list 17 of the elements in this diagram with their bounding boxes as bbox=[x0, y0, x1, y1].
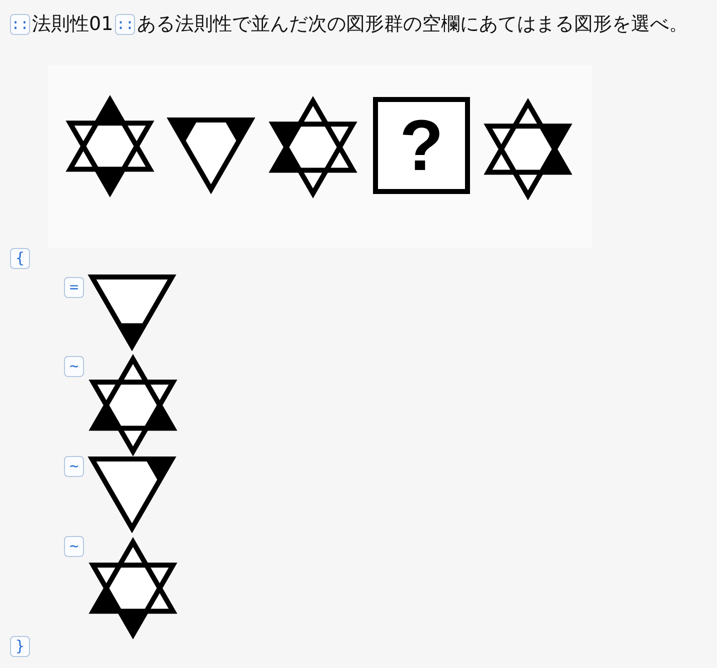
question-text: ある法則性で並んだ次の図形群の空欄にあてはまる図形を選べ。 bbox=[137, 13, 688, 35]
syntax-token: ~ bbox=[64, 456, 84, 477]
blank-box bbox=[373, 97, 470, 194]
hexagram-figure bbox=[64, 94, 156, 198]
syntax-token: = bbox=[64, 277, 84, 298]
question-mark: ? bbox=[400, 118, 444, 174]
syntax-token: :: bbox=[115, 14, 136, 34]
hexagram-figure bbox=[482, 97, 574, 202]
hexagram-figure bbox=[86, 536, 178, 640]
hexagram-figure bbox=[86, 353, 178, 458]
syntax-token: :: bbox=[10, 14, 30, 34]
syntax-token: { bbox=[10, 248, 30, 269]
hexagram-figure bbox=[266, 95, 358, 200]
syntax-token: } bbox=[10, 636, 30, 657]
syntax-token: ~ bbox=[64, 536, 84, 557]
question-title: 法則性01 bbox=[32, 13, 114, 35]
syntax-token: ~ bbox=[64, 356, 84, 377]
